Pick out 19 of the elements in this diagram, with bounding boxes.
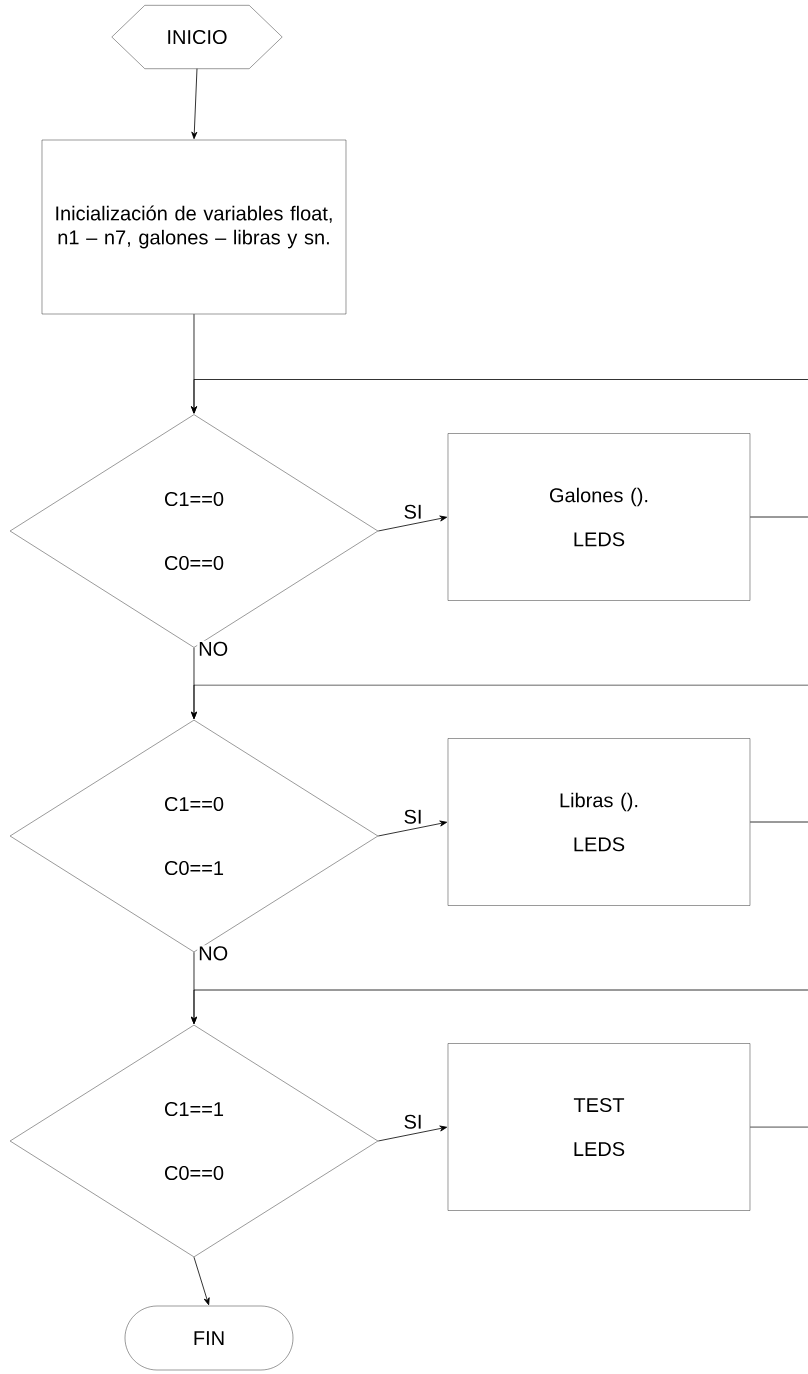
edge-label: SI	[402, 808, 424, 825]
process-box: Inicialización de variables float, n1 – n7, galones – libras y sn.	[41, 139, 347, 315]
arrow	[191, 989, 808, 1025]
arrow	[191, 68, 198, 140]
edge-label: NO	[197, 640, 230, 657]
arrow	[377, 820, 448, 837]
edge-label: SI	[402, 503, 424, 520]
process-box: Libras (). LEDS	[447, 738, 751, 906]
start-terminal: INICIO	[111, 5, 283, 69]
arrow	[191, 684, 808, 720]
arrow	[191, 379, 808, 414]
end-terminal: FIN	[124, 1305, 294, 1371]
arrow	[193, 1256, 210, 1306]
process-box: Galones (). LEDS	[447, 433, 751, 601]
edge-label: NO	[197, 945, 230, 962]
arrow	[377, 515, 448, 532]
arrow	[377, 1125, 448, 1142]
edge-label: SI	[402, 1113, 424, 1130]
process-box: TEST LEDS	[447, 1043, 751, 1211]
